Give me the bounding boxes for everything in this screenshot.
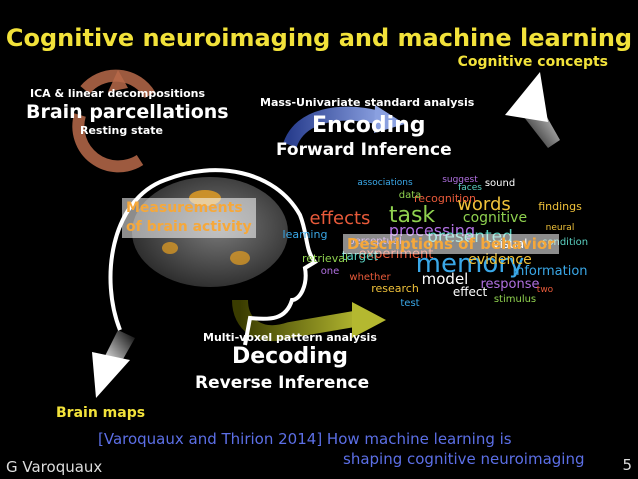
word-cloud-word: retrieval xyxy=(302,252,348,265)
word-cloud-word: effects xyxy=(310,208,371,229)
brain-parcellations-label: Brain parcellations xyxy=(26,101,229,123)
activation-blob xyxy=(230,251,250,265)
descriptions-label: Descriptions of behavior xyxy=(343,234,559,254)
word-cloud-word: model xyxy=(422,270,469,288)
encoding-arrow-icon xyxy=(283,105,405,148)
word-cloud-word: faces xyxy=(458,183,482,193)
brain-maps-arrow-icon xyxy=(92,330,135,398)
page-number: 5 xyxy=(622,456,632,474)
word-cloud-word: task xyxy=(389,203,436,228)
word-cloud-word: two xyxy=(537,285,554,295)
activation-blob xyxy=(162,242,178,254)
word-cloud-word: response xyxy=(480,277,539,292)
word-cloud-word: condition xyxy=(542,237,588,248)
word-cloud-word: cognitive xyxy=(463,210,527,226)
page-title: Cognitive neuroimaging and machine learn… xyxy=(5,24,633,52)
word-cloud-word: suggest xyxy=(442,175,478,185)
word-cloud-word: sound xyxy=(485,178,515,189)
ica-label: ICA & linear decompositions xyxy=(30,87,206,100)
brain-maps-label: Brain maps xyxy=(56,405,146,421)
word-cloud-word: stimulus xyxy=(494,294,536,305)
measurements-label: Measurements of brain activity xyxy=(122,198,256,238)
word-cloud-word: neural xyxy=(546,223,575,233)
word-cloud-word: whether xyxy=(349,272,391,283)
citation-line-2: shaping cognitive neuroimaging xyxy=(343,450,585,468)
word-cloud-word: recognition xyxy=(414,192,476,205)
forward-inference-label: Forward Inference xyxy=(276,140,452,160)
decoding-arrow-icon xyxy=(232,299,386,342)
reverse-inference-label: Reverse Inference xyxy=(195,373,370,393)
word-cloud-word: associations xyxy=(357,178,413,188)
word-cloud-word: test xyxy=(400,298,419,309)
measurements-line-1: Measurements xyxy=(126,200,243,216)
word-cloud-word: one xyxy=(321,266,340,277)
citation-line-1: [Varoquaux and Thirion 2014] How machine… xyxy=(98,430,512,448)
word-cloud-word: data xyxy=(399,190,422,201)
word-cloud-word: effect xyxy=(453,285,488,299)
word-cloud-word: memory xyxy=(416,249,525,279)
cycle-arrowhead-icon xyxy=(108,70,128,92)
measurements-line-2: of brain activity xyxy=(126,219,252,235)
cognitive-concepts-arrow-icon xyxy=(505,72,560,148)
word-cloud-word: learning xyxy=(283,228,328,241)
word-cloud-word: information xyxy=(512,264,587,279)
multivoxel-label: Multi-voxel pattern analysis xyxy=(203,331,377,344)
cognitive-concepts-label: Cognitive concepts xyxy=(457,54,608,70)
word-cloud-word: findings xyxy=(538,200,582,213)
word-cloud-word: research xyxy=(371,282,419,295)
resting-state-label: Resting state xyxy=(80,124,163,137)
encoding-label: Encoding xyxy=(312,113,426,138)
word-cloud-word: evidence xyxy=(468,252,531,268)
author-name: G Varoquaux xyxy=(6,458,103,476)
mass-univariate-label: Mass-Univariate standard analysis xyxy=(260,96,475,109)
decoding-label: Decoding xyxy=(232,344,349,369)
word-cloud-word: words xyxy=(457,194,511,215)
